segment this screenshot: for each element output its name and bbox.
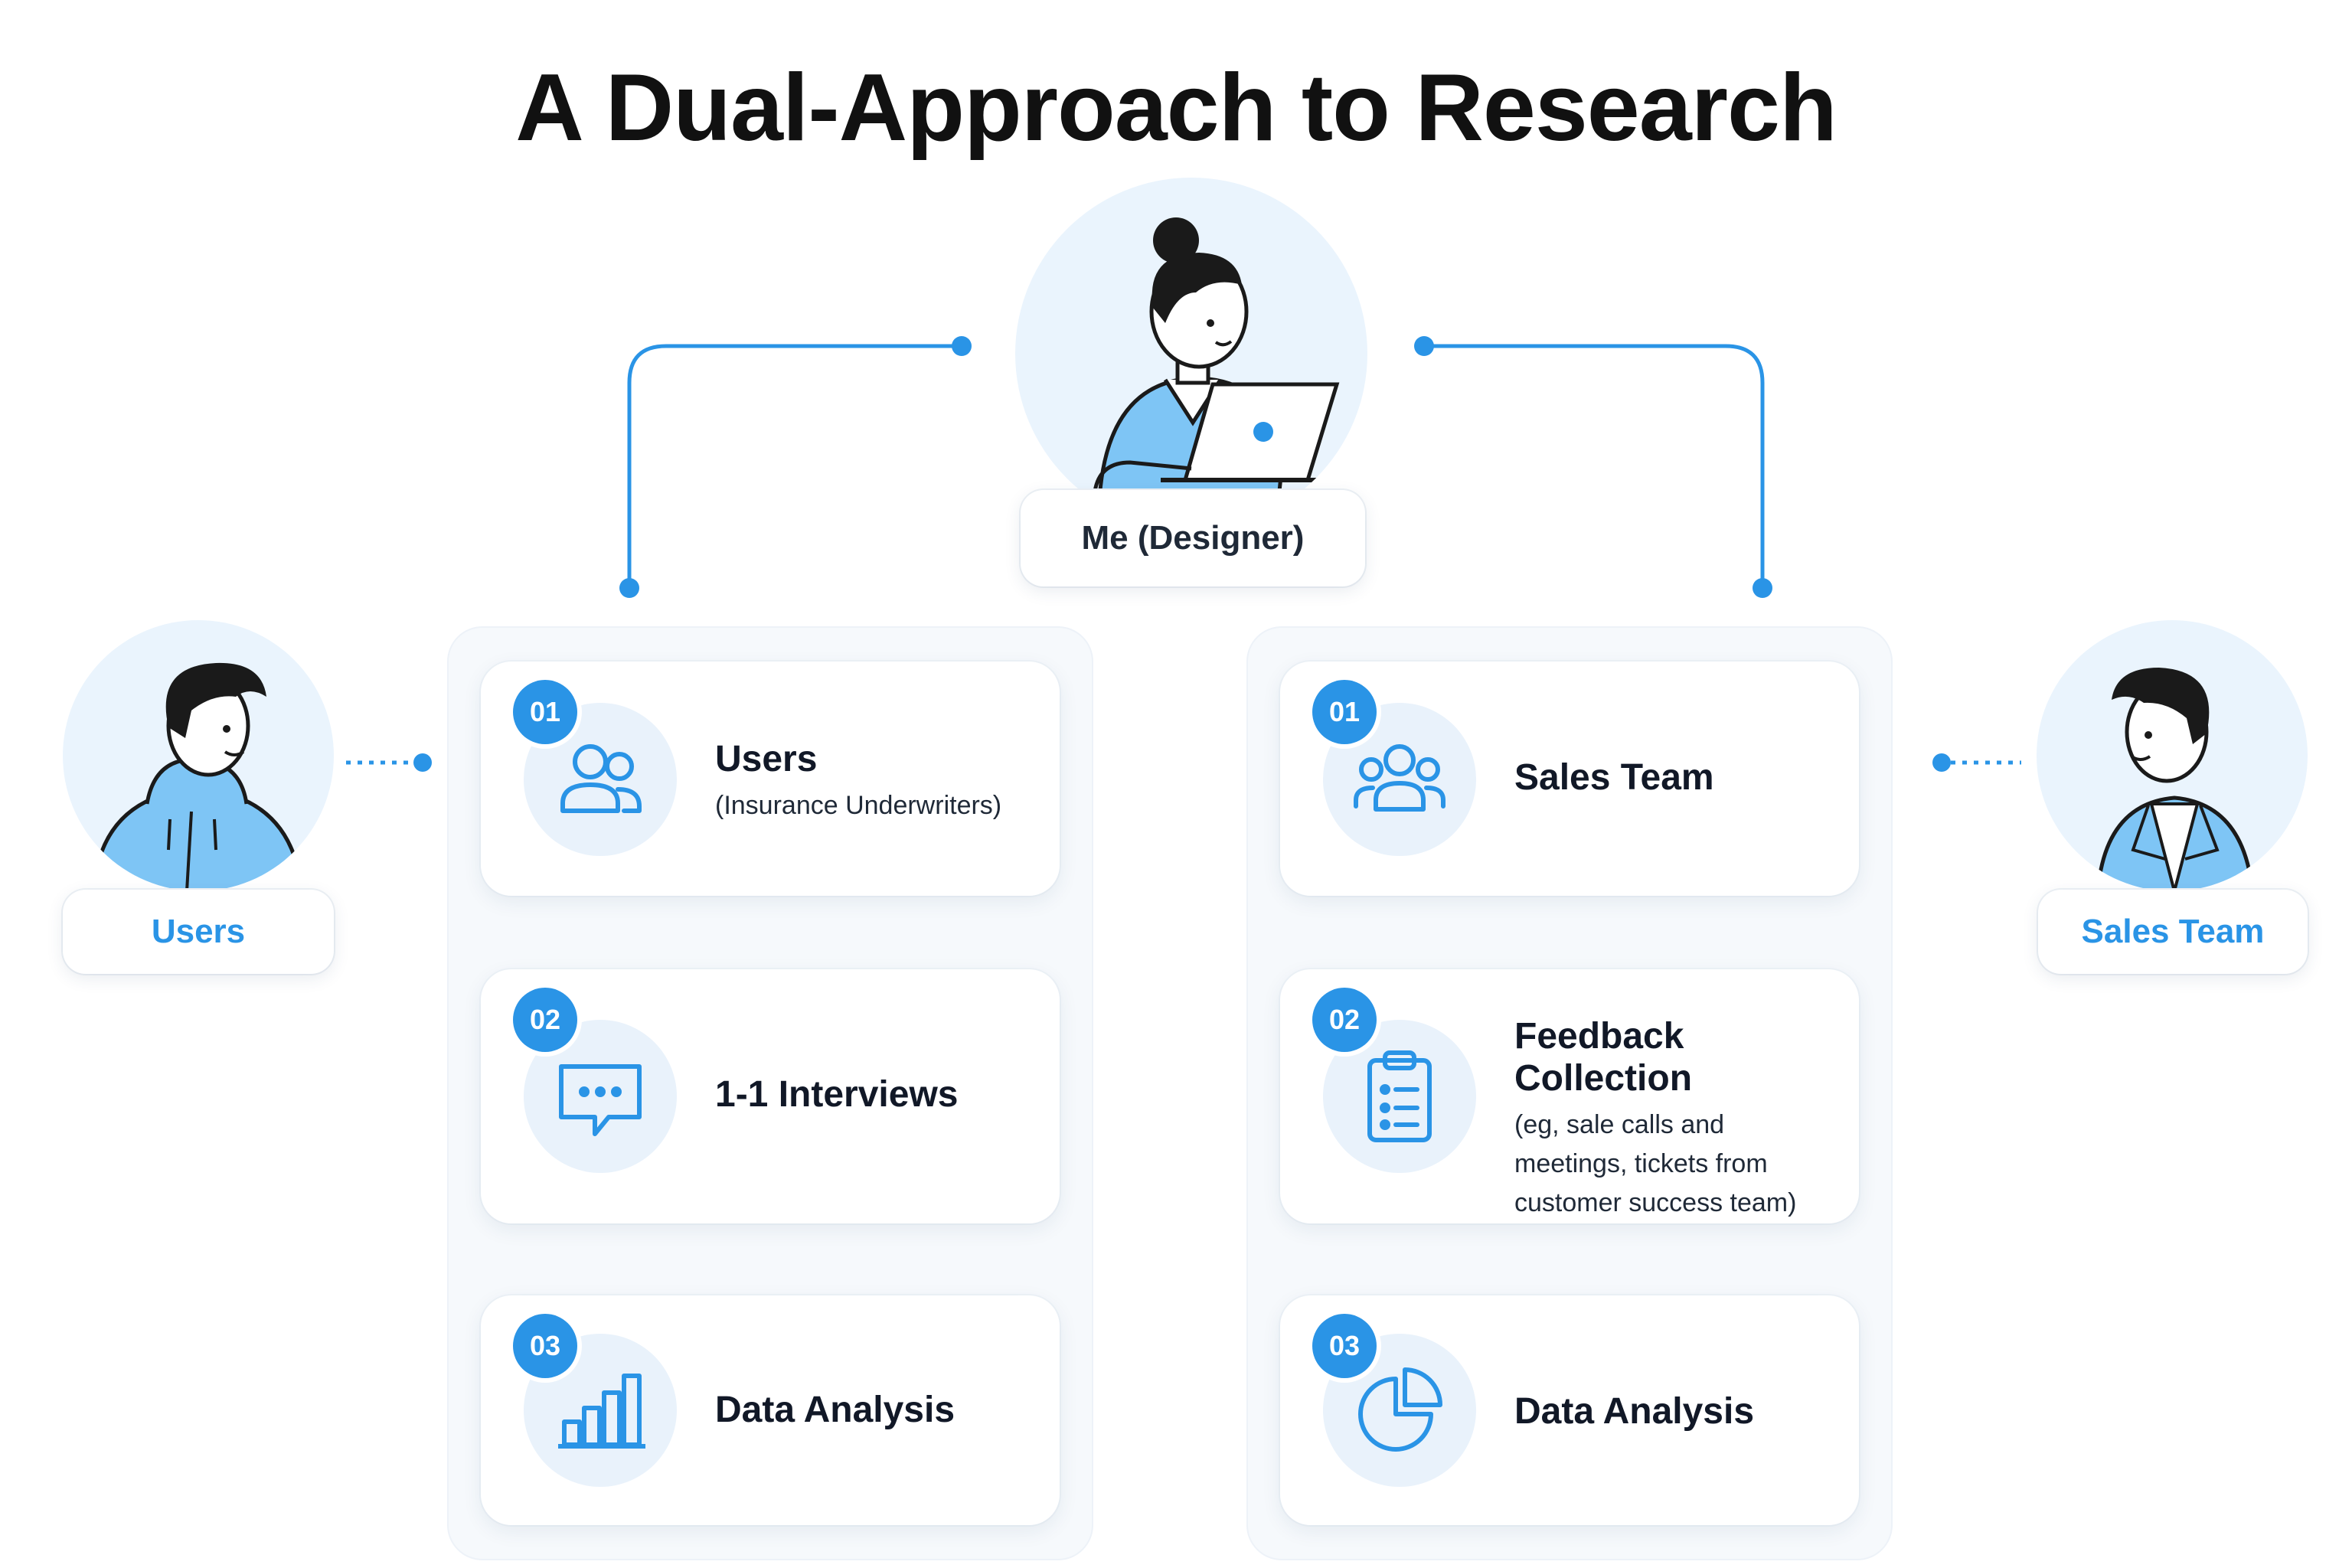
step-card-users: 01 Users (Insurance Underwriters) (481, 662, 1060, 896)
connector-designer-left (627, 344, 962, 588)
users-persona-avatar (63, 620, 334, 891)
connector-designer-right (1424, 344, 1765, 588)
step-card-data-analysis: 03 Data Analysis (481, 1295, 1060, 1525)
sales-persona-avatar (2037, 620, 2308, 891)
step-heading: Sales Team (1514, 757, 1714, 798)
pie-chart-icon (1358, 1367, 1442, 1452)
users-research-column: 01 Users (Insurance Underwriters) 02 1-1… (449, 628, 1092, 1559)
step-heading: Data Analysis (1514, 1391, 1755, 1432)
users-persona-label: Users (63, 890, 334, 974)
step-subtext: (Insurance Underwriters) (715, 791, 1002, 821)
sales-research-column: 01 Sales Team 02 Feedback Collection (eg… (1248, 628, 1891, 1559)
step-number-badge: 03 (1312, 1314, 1377, 1378)
step-card-data-analysis: 03 Data Analysis (1280, 1295, 1859, 1525)
designer-label: Me (Designer) (1021, 490, 1365, 586)
designer-avatar (1015, 178, 1367, 530)
step-subtext: (eg, sale calls and meetings, tickets fr… (1514, 1110, 1797, 1218)
step-card-feedback-collection: 02 Feedback Collection (eg, sale calls a… (1280, 969, 1859, 1223)
step-card-sales-team: 01 Sales Team (1280, 662, 1859, 896)
clipboard-icon (1367, 1050, 1432, 1142)
step-number-badge: 02 (513, 988, 577, 1052)
sales-persona-label: Sales Team (2038, 890, 2308, 974)
step-heading: Users (715, 739, 818, 779)
users-group-icon (560, 744, 642, 813)
step-heading: 1-1 Interviews (715, 1074, 959, 1115)
bar-chart-icon (558, 1374, 645, 1449)
chat-bubble-icon (559, 1064, 642, 1136)
step-number-badge: 03 (513, 1314, 577, 1378)
step-number-badge: 01 (513, 680, 577, 744)
team-group-icon (1354, 744, 1446, 812)
page-title: A Dual-Approach to Research (515, 55, 1837, 161)
step-number-badge: 01 (1312, 680, 1377, 744)
step-number-badge: 02 (1312, 988, 1377, 1052)
step-heading: Data Analysis (715, 1390, 956, 1430)
step-heading: Feedback Collection (1514, 1016, 1693, 1099)
step-card-interviews: 02 1-1 Interviews (481, 969, 1060, 1223)
